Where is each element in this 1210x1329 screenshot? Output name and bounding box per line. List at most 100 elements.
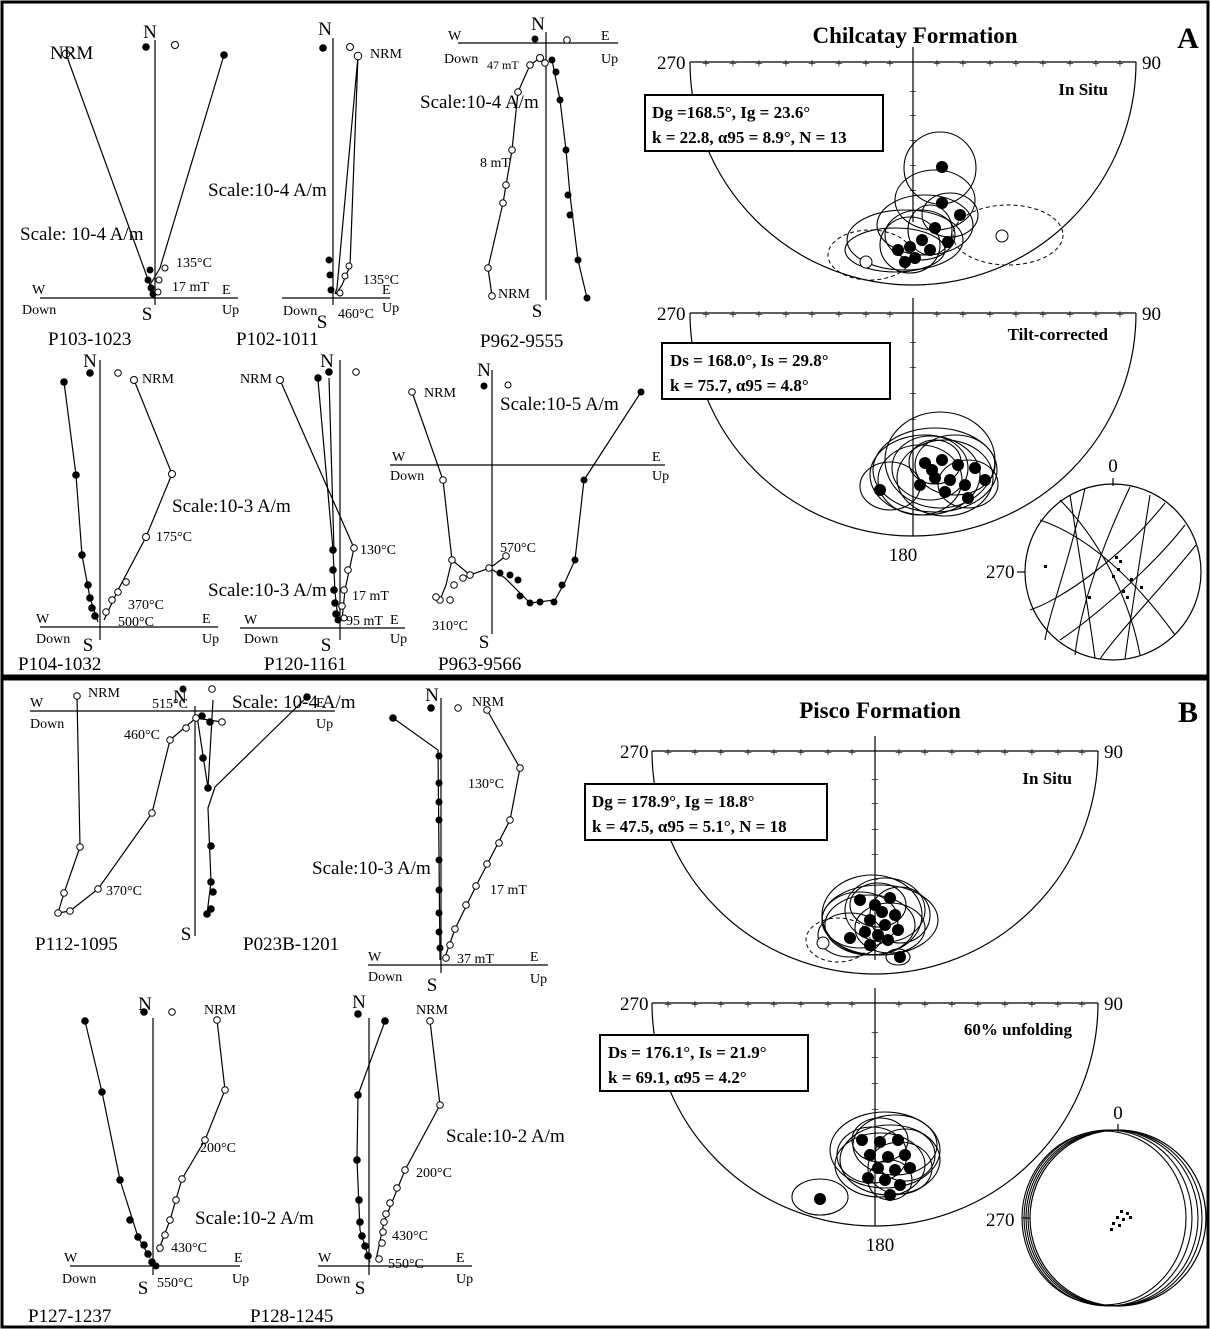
svg-text:90: 90	[1104, 742, 1123, 763]
svg-text:E: E	[601, 29, 610, 44]
svg-text:N: N	[318, 19, 332, 40]
svg-text:S: S	[355, 1278, 366, 1299]
stereonet-a-insitu: + + + + + + + + + + + + + + + + + + + + …	[644, 47, 1161, 286]
svg-text:P963-9566: P963-9566	[438, 654, 521, 675]
svg-text:+: +	[909, 361, 917, 376]
stereonet-b-insitu: + + + + + + + + + + + + + + + + + + + + …	[584, 736, 1123, 975]
svg-text:S: S	[83, 635, 94, 656]
svg-text:180: 180	[866, 1235, 895, 1256]
svg-text:+: +	[808, 57, 816, 72]
svg-text:S: S	[138, 1278, 149, 1299]
svg-text:+: +	[717, 746, 725, 761]
axis-up: Up	[222, 303, 239, 318]
svg-text:W: W	[244, 613, 258, 628]
svg-text:Scale:10-4 A/m: Scale:10-4 A/m	[420, 92, 539, 113]
svg-text:P112-1095: P112-1095	[35, 934, 118, 955]
svg-text:W: W	[64, 1251, 78, 1266]
svg-text:+: +	[1116, 57, 1124, 72]
svg-text:+: +	[909, 413, 917, 428]
svg-text:+: +	[729, 57, 737, 72]
svg-text:Down: Down	[316, 1272, 350, 1287]
svg-text:+: +	[933, 57, 941, 72]
svg-text:N: N	[425, 685, 439, 706]
svg-text:+: +	[835, 57, 843, 72]
svg-text:95 mT: 95 mT	[346, 614, 383, 629]
svg-text:Down: Down	[283, 304, 317, 319]
svg-text:430°C: 430°C	[392, 1229, 428, 1244]
svg-text:Scale:10-3 A/m: Scale:10-3 A/m	[172, 496, 291, 517]
svg-text:+: +	[691, 998, 699, 1013]
bedding-net-b: 0 270	[986, 1103, 1207, 1307]
svg-text:Up: Up	[530, 972, 547, 987]
svg-text:E: E	[652, 450, 661, 465]
svg-text:W: W	[318, 1251, 332, 1266]
sample-name: P103-1023	[48, 329, 131, 350]
svg-text:+: +	[1078, 746, 1086, 761]
panel-a-letter: A	[1177, 22, 1199, 55]
zij-p023b-1201: N S W E Down Up NRM 130°C 17 mT 37 mT Sc	[243, 685, 548, 996]
svg-text:270: 270	[986, 1210, 1015, 1231]
svg-text:Up: Up	[382, 301, 399, 316]
svg-text:+: +	[895, 746, 903, 761]
axis-e: E	[222, 283, 231, 298]
svg-text:180: 180	[889, 545, 918, 566]
zij-p962-9555: N S W E Down Up 47 mT 8 mT NRM Scale:10-…	[420, 14, 618, 352]
svg-text:N: N	[83, 351, 97, 372]
axis-down: Down	[22, 303, 56, 318]
svg-text:+: +	[871, 1103, 879, 1118]
svg-text:S: S	[181, 924, 192, 945]
svg-text:47 mT: 47 mT	[487, 58, 519, 72]
panel-b-letter: B	[1178, 696, 1198, 729]
svg-text:+: +	[744, 746, 752, 761]
svg-text:+: +	[959, 57, 967, 72]
svg-text:+: +	[871, 1026, 879, 1041]
svg-text:+: +	[1078, 998, 1086, 1013]
svg-text:+: +	[848, 998, 856, 1013]
svg-text:+: +	[808, 308, 816, 323]
svg-text:200°C: 200°C	[200, 1141, 236, 1156]
svg-text:Down: Down	[244, 632, 278, 647]
svg-text:+: +	[948, 998, 956, 1013]
svg-text:+: +	[717, 998, 725, 1013]
svg-text:+: +	[1066, 308, 1074, 323]
svg-text:+: +	[871, 1051, 879, 1066]
svg-text:N: N	[320, 351, 334, 372]
svg-text:+: +	[933, 308, 941, 323]
axis-w: W	[32, 283, 46, 298]
svg-text:370°C: 370°C	[128, 598, 164, 613]
svg-text:+: +	[862, 308, 870, 323]
svg-text:+: +	[895, 998, 903, 1013]
svg-text:N: N	[352, 992, 366, 1013]
bedding-net-a: 0 270	[986, 456, 1202, 661]
svg-text:P023B-1201: P023B-1201	[243, 934, 339, 955]
svg-text:200°C: 200°C	[416, 1166, 452, 1181]
svg-text:k = 69.1, α95 = 4.2°: k = 69.1, α95 = 4.2°	[608, 1068, 747, 1087]
svg-text:NRM: NRM	[240, 372, 272, 387]
svg-text:NRM: NRM	[424, 386, 456, 401]
svg-text:370°C: 370°C	[106, 884, 142, 899]
svg-text:Up: Up	[202, 632, 219, 647]
svg-text:+: +	[909, 387, 917, 402]
zij-p103-1023: N S W E Down Up NRM 135°C 17 mT Scale: 1…	[20, 22, 239, 350]
svg-text:N: N	[477, 360, 491, 381]
svg-text:+: +	[824, 746, 832, 761]
svg-text:+: +	[755, 57, 763, 72]
svg-text:In Situ: In Situ	[1022, 769, 1072, 788]
svg-text:Up: Up	[390, 632, 407, 647]
svg-text:E: E	[316, 696, 325, 711]
svg-text:515°C: 515°C	[152, 697, 188, 712]
svg-text:+: +	[835, 308, 843, 323]
svg-text:+: +	[974, 746, 982, 761]
svg-text:8 mT: 8 mT	[480, 156, 510, 171]
svg-text:E: E	[530, 950, 539, 965]
svg-text:460°C: 460°C	[338, 307, 374, 322]
svg-text:k = 75.7, α95 = 4.8°: k = 75.7, α95 = 4.8°	[670, 376, 809, 395]
svg-text:+: +	[1012, 308, 1020, 323]
zij-p112-1095: N S W E Down Up NRM 515°C 460°C 37	[30, 685, 356, 955]
svg-text:+: +	[664, 746, 672, 761]
svg-text:175°C: 175°C	[156, 530, 192, 545]
zij-p102-1011: N S E Down Up NRM 135°C 460°C Scale:10-4…	[208, 19, 402, 350]
svg-text:Dg = 178.9°, Ig = 18.8°: Dg = 178.9°, Ig = 18.8°	[592, 792, 754, 811]
svg-text:310°C: 310°C	[432, 619, 468, 634]
